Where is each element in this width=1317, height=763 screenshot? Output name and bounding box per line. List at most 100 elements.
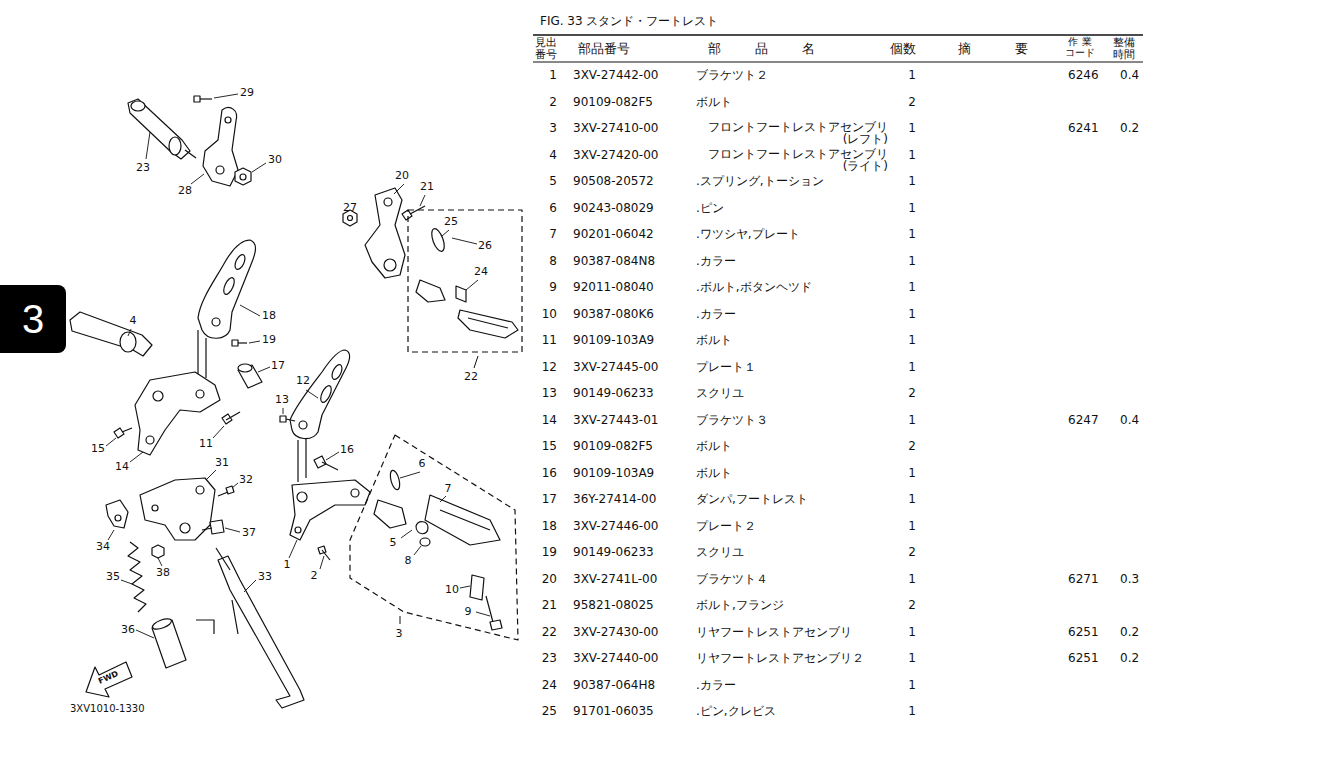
callout-number: 6 — [412, 457, 432, 471]
part-number: 92011-08040 — [573, 280, 654, 294]
section-tab: 3 — [0, 285, 66, 353]
part-number: 90149-06233 — [573, 545, 654, 559]
part-number: 90109-082F5 — [573, 439, 653, 453]
quantity: 2 — [906, 95, 918, 109]
part-number: 3XV-27442-00 — [573, 68, 658, 82]
part-name: .ワツシヤ,プレート — [696, 227, 800, 241]
callout-number: 20 — [392, 169, 412, 183]
part-name: ブラケツト３ — [696, 413, 768, 427]
part-number: 90201-06042 — [573, 227, 654, 241]
item-number: 20 — [535, 572, 557, 586]
part-number: 90243-08029 — [573, 201, 654, 215]
item-number: 6 — [535, 201, 557, 215]
quantity: 1 — [906, 280, 918, 294]
callout-number: 1 — [277, 558, 297, 572]
direction-mark: FWD — [96, 667, 121, 688]
callout-number: 12 — [293, 374, 313, 388]
part-number: 90387-084N8 — [573, 254, 655, 268]
callout-number: 32 — [236, 473, 256, 487]
part-number: 3XV-27440-00 — [573, 651, 658, 665]
callout-number: 18 — [259, 309, 279, 323]
work-code: 6246 — [1068, 68, 1099, 82]
table-header: 個数 — [890, 42, 916, 56]
item-number: 4 — [535, 148, 557, 162]
part-name: .ピン,クレビス — [696, 704, 776, 718]
quantity: 1 — [906, 307, 918, 321]
work-code: 6251 — [1068, 651, 1099, 665]
item-number: 19 — [535, 545, 557, 559]
service-hours: 0.2 — [1120, 625, 1139, 639]
callout-number: 27 — [340, 201, 360, 215]
table-header: 部品番号 — [578, 42, 630, 56]
section-number: 3 — [22, 297, 44, 341]
quantity: 1 — [906, 625, 918, 639]
item-number: 8 — [535, 254, 557, 268]
part-number: 3XV-27430-00 — [573, 625, 658, 639]
callout-number: 19 — [259, 333, 279, 347]
callout-number: 31 — [212, 456, 232, 470]
part-name: .カラー — [696, 307, 736, 321]
callout-number: 38 — [153, 566, 173, 580]
callout-number: 34 — [93, 540, 113, 554]
part-number: 90109-103A9 — [573, 466, 654, 480]
item-number: 12 — [535, 360, 557, 374]
item-number: 10 — [535, 307, 557, 321]
callout-number: 21 — [417, 180, 437, 194]
item-number: 5 — [535, 174, 557, 188]
quantity: 1 — [906, 201, 918, 215]
drawing-code: 3XV1010-1330 — [70, 702, 145, 716]
part-number: 90109-103A9 — [573, 333, 654, 347]
part-name: ボルト — [696, 466, 732, 480]
item-number: 25 — [535, 704, 557, 718]
work-code: 6241 — [1068, 121, 1099, 135]
service-hours: 0.2 — [1120, 121, 1139, 135]
part-name: ブラケツト２ — [696, 68, 768, 82]
item-number: 1 — [535, 68, 557, 82]
figure-title: FIG. 33 スタンド・フートレスト — [540, 14, 718, 28]
part-number: 36Y-27414-00 — [573, 492, 656, 506]
callout-number: 3 — [389, 627, 409, 641]
quantity: 1 — [906, 704, 918, 718]
callout-number: 4 — [123, 314, 143, 328]
item-number: 15 — [535, 439, 557, 453]
service-hours: 0.3 — [1120, 572, 1139, 586]
table-header: 整備 時間 — [1113, 37, 1137, 61]
callout-number: 11 — [196, 437, 216, 451]
quantity: 1 — [906, 333, 918, 347]
item-number: 22 — [535, 625, 557, 639]
quantity: 1 — [906, 413, 918, 427]
callout-number: 15 — [88, 442, 108, 456]
callout-number: 13 — [272, 393, 292, 407]
part-number: 3XV-27445-00 — [573, 360, 658, 374]
callout-number: 22 — [461, 370, 481, 384]
quantity: 1 — [906, 519, 918, 533]
item-number: 11 — [535, 333, 557, 347]
part-name: ボルト — [696, 333, 732, 347]
table-header: 部 品 名 — [708, 42, 815, 56]
work-code: 6251 — [1068, 625, 1099, 639]
callout-number: 35 — [103, 570, 123, 584]
part-number: 3XV-27410-00 — [573, 121, 658, 135]
part-name: .カラー — [696, 254, 736, 268]
part-name: ブラケツト４ — [696, 572, 768, 586]
item-number: 2 — [535, 95, 557, 109]
item-number: 9 — [535, 280, 557, 294]
part-number: 3XV-27443-01 — [573, 413, 658, 427]
part-name: .スプリング,トーション — [696, 174, 824, 188]
part-number: 3XV-27420-00 — [573, 148, 658, 162]
part-name: .カラー — [696, 678, 736, 692]
item-number: 21 — [535, 598, 557, 612]
callout-number: 10 — [442, 583, 462, 597]
part-name: .ボルト,ボタンヘツド — [696, 280, 812, 294]
quantity: 1 — [906, 492, 918, 506]
callout-number: 37 — [239, 526, 259, 540]
part-name: リヤフートレストアセンブリ — [696, 625, 852, 639]
part-number: 90387-080K6 — [573, 307, 654, 321]
quantity: 1 — [906, 360, 918, 374]
quantity: 1 — [906, 651, 918, 665]
quantity: 1 — [906, 148, 918, 162]
part-name: リヤフートレストアセンブリ２ — [696, 651, 864, 665]
